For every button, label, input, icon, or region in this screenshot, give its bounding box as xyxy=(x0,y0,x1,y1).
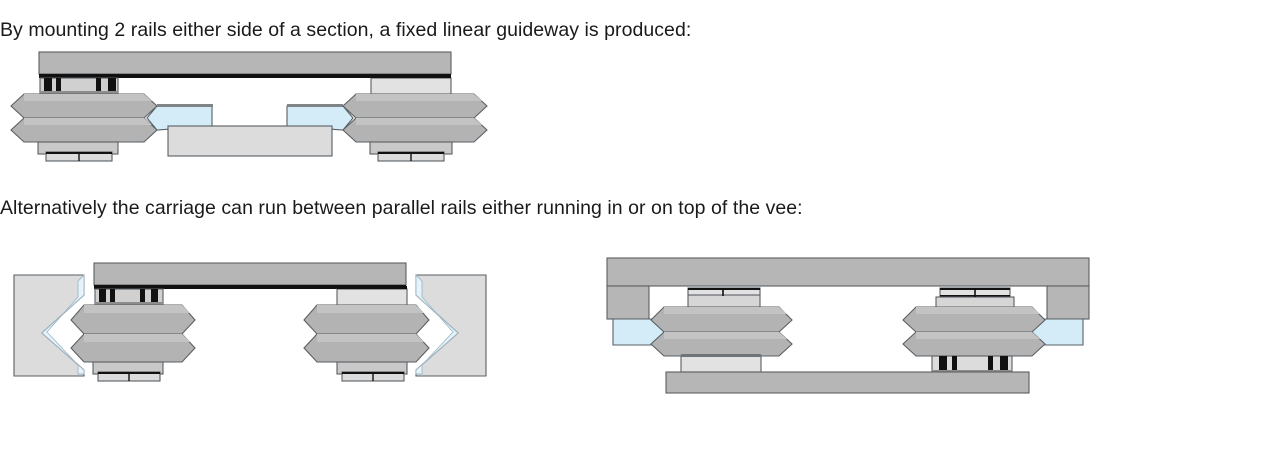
left-mounting-bolt xyxy=(39,77,119,94)
right-mounting-bolt xyxy=(370,75,452,95)
right-roller-assembly xyxy=(902,306,1046,357)
left-roller-assembly xyxy=(10,93,158,143)
right-vee-rail xyxy=(286,104,354,131)
right-roller-assembly xyxy=(342,93,488,143)
right-upper-bolt xyxy=(935,287,1015,309)
left-lower-bolt xyxy=(37,141,119,162)
left-roller-assembly xyxy=(650,306,793,357)
carriage-plate xyxy=(38,51,452,78)
right-mounting-bolt xyxy=(336,286,408,306)
left-upper-bolt xyxy=(687,287,761,308)
figure-fixed-linear-guideway xyxy=(0,48,500,173)
figure-rails-on-vee xyxy=(592,250,1104,395)
right-roller-assembly xyxy=(303,304,430,363)
left-vee-block xyxy=(13,273,85,377)
caption-fixed-guideway: By mounting 2 rails either side of a sec… xyxy=(0,19,692,41)
rails-on-vee-svg xyxy=(606,257,1090,394)
right-lower-bolt xyxy=(369,141,453,162)
left-leg xyxy=(606,285,650,320)
carriage-plate xyxy=(93,262,407,289)
right-lower-bolt xyxy=(336,361,408,382)
base-plate xyxy=(665,371,1030,394)
rails-in-vee-svg xyxy=(13,262,487,382)
left-shim-block xyxy=(680,354,762,373)
right-vee-block xyxy=(415,273,487,377)
right-leg xyxy=(1046,285,1090,320)
left-mounting-bolt xyxy=(94,288,164,305)
right-bolt-group xyxy=(931,355,1013,373)
caption-parallel-rails: Alternatively the carriage can run betwe… xyxy=(0,197,803,219)
figure-rails-in-vee xyxy=(0,250,500,390)
fixed-guideway-svg xyxy=(10,51,488,162)
left-roller-assembly xyxy=(70,304,196,363)
center-section xyxy=(167,125,333,157)
top-beam xyxy=(606,257,1090,287)
left-lower-bolt xyxy=(92,361,164,382)
